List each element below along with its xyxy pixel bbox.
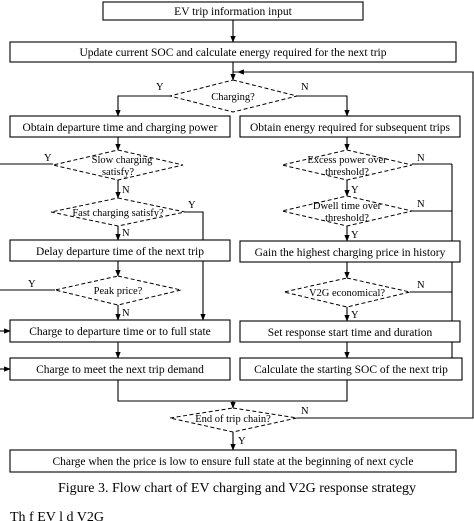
label-no-end: N — [301, 406, 309, 417]
box-charge-departure: Charge to departure time or to full stat… — [9, 319, 231, 343]
label-no-peak: N — [122, 308, 130, 319]
label-no-slow: N — [122, 185, 130, 196]
box-calc-soc-label: Calculate the starting SOC of the next t… — [254, 364, 448, 376]
label-yes-peak: Y — [28, 279, 36, 290]
branch-labels: Y N Y N Y N Y N N Y N Y N Y N Y — [28, 82, 425, 447]
label-yes-charging: Y — [156, 82, 164, 93]
decision-excess-power: Excess power over threshold? — [281, 149, 413, 181]
decision-slow-charging-line2: satisfy? — [102, 167, 134, 178]
decision-end-trip-chain: End of trip chain? — [169, 407, 298, 433]
box-obtain-departure-label: Obtain departure time and charging power — [23, 122, 218, 134]
decision-excess-power-line2: threshold? — [325, 167, 369, 178]
label-yes-fast: Y — [188, 200, 196, 211]
decision-charging: Charging? — [169, 79, 298, 113]
decision-dwell-time: Dwell time over threshold? — [281, 195, 413, 227]
label-no-dwell: N — [417, 199, 425, 210]
box-charge-low-label: Charge when the price is low to ensure f… — [53, 456, 414, 468]
box-gain-label: Gain the highest charging price in histo… — [255, 247, 446, 259]
box-delay-label: Delay departure time of the next trip — [36, 246, 204, 258]
box-charge-departure-label: Charge to departure time or to full stat… — [29, 326, 211, 338]
box-delay: Delay departure time of the next trip — [9, 239, 231, 262]
decision-charging-label: Charging? — [211, 92, 255, 103]
label-yes-end: Y — [238, 436, 246, 447]
label-no-charging: N — [301, 82, 309, 93]
label-no-excess: N — [417, 153, 425, 164]
figure-caption: Figure 3. Flow chart of EV charging and … — [58, 481, 416, 496]
box-charge-demand-label: Charge to meet the next trip demand — [36, 364, 204, 376]
label-no-fast: N — [122, 228, 130, 239]
decision-v2g-economical: V2G economical? — [283, 277, 411, 308]
box-charge-low: Charge when the price is low to ensure f… — [9, 449, 457, 473]
box-update: Update current SOC and calculate energy … — [9, 41, 457, 63]
box-obtain-departure: Obtain departure time and charging power — [9, 115, 231, 138]
cut-off-text: Th f EV l d V2G — [10, 510, 104, 521]
decision-fast-charging-label: Fast charging satisfy? — [72, 208, 164, 219]
box-set-response: Set response start time and duration — [239, 320, 461, 343]
decision-peak-price: Peak price? — [54, 275, 182, 306]
decision-v2g-economical-label: V2G economical? — [309, 288, 385, 299]
box-update-label: Update current SOC and calculate energy … — [80, 47, 387, 59]
box-charge-demand: Charge to meet the next trip demand — [9, 357, 231, 381]
label-yes-dwell: Y — [351, 230, 359, 241]
label-yes-excess: Y — [351, 185, 359, 196]
box-input: EV trip information input — [102, 1, 364, 21]
decision-end-trip-chain-label: End of trip chain? — [195, 414, 271, 425]
box-calc-soc: Calculate the starting SOC of the next t… — [239, 357, 463, 381]
decision-dwell-time-line2: threshold? — [325, 213, 369, 224]
box-input-label: EV trip information input — [174, 6, 292, 18]
box-obtain-energy: Obtain energy required for subsequent tr… — [239, 115, 461, 138]
decision-excess-power-line1: Excess power over — [307, 155, 387, 166]
decision-slow-charging: Slow charging satisfy? — [52, 149, 184, 181]
box-set-response-label: Set response start time and duration — [268, 327, 433, 339]
box-gain: Gain the highest charging price in histo… — [239, 240, 461, 263]
label-yes-v2g: Y — [351, 310, 359, 321]
decision-dwell-time-line1: Dwell time over — [313, 201, 382, 212]
label-yes-slow: Y — [44, 153, 52, 164]
decision-peak-price-label: Peak price? — [94, 286, 143, 297]
connector-lines — [0, 20, 474, 451]
decision-fast-charging: Fast charging satisfy? — [50, 197, 186, 227]
box-obtain-energy-label: Obtain energy required for subsequent tr… — [250, 122, 451, 134]
label-no-v2g: N — [417, 280, 425, 291]
decision-slow-charging-line1: Slow charging — [92, 155, 154, 166]
